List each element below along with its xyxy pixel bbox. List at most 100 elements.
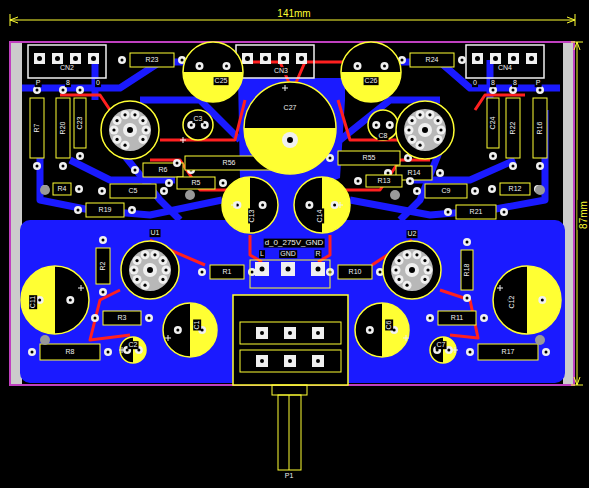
part-label: C14 [316, 209, 324, 224]
pad-hole [62, 165, 65, 168]
pad-hole [422, 127, 428, 133]
part-label: C9 [441, 187, 452, 195]
component-outline [478, 344, 538, 360]
capacitor-outline [222, 177, 278, 233]
capacitor-outline [294, 177, 350, 233]
pad-hole [190, 124, 193, 127]
polarity-mark [403, 335, 409, 341]
pad-hole [299, 56, 304, 61]
pad-hole [439, 172, 442, 175]
connector-pad [260, 53, 271, 64]
solder-pad [259, 201, 267, 209]
pad-hole [493, 56, 498, 61]
pad-hole [101, 190, 104, 193]
tube-center-pad [143, 263, 157, 277]
pad-hole [426, 268, 429, 271]
component-outline [103, 311, 141, 325]
pad-hole [418, 113, 421, 116]
tube-pin-pad [425, 110, 434, 119]
tube-socket [391, 249, 433, 291]
tube-pin-pad [162, 266, 171, 275]
pad-hole [69, 299, 72, 302]
pad-hole [447, 211, 450, 214]
component-outline [366, 175, 402, 187]
connector-pad [490, 53, 501, 64]
solder-pad [223, 62, 231, 70]
solder-pad [463, 294, 471, 302]
tube-socket [383, 241, 441, 299]
component-outline [438, 311, 476, 325]
pad-hole [492, 89, 495, 92]
component-outline [425, 184, 467, 198]
pad-hole [115, 119, 118, 122]
connector-pad [278, 53, 289, 64]
pad-hole [379, 271, 382, 274]
mounting-hole [535, 185, 545, 195]
solder-pad [436, 169, 444, 177]
tube-pin-pad [141, 250, 150, 259]
tube-pin-pad [121, 110, 130, 119]
tube-pin-pad [133, 256, 142, 265]
pad-hole [144, 128, 147, 131]
capacitor-outline [368, 110, 398, 140]
pad-hole [225, 65, 228, 68]
component-outline [506, 98, 520, 158]
solder-pad [500, 208, 508, 216]
part-label: CN3 [273, 67, 289, 75]
part-label: R23 [145, 56, 160, 64]
connector-pad [242, 53, 253, 64]
pad-hole [410, 138, 413, 141]
solder-pad [28, 348, 36, 356]
part-label: 8 [490, 79, 496, 87]
connector-pad [34, 53, 45, 64]
part-label: C6 [385, 320, 393, 331]
part-label: CN4 [497, 64, 513, 72]
tube-pin-pad [392, 266, 401, 275]
solder-pad [406, 177, 414, 185]
pad-hole [541, 299, 544, 302]
tube-pin-pad [138, 135, 147, 144]
pad-hole [418, 144, 421, 147]
part-label: R [314, 250, 321, 258]
part-label: R56 [222, 159, 237, 167]
capacitor-polarity [21, 266, 55, 334]
part-label: R8 [65, 348, 76, 356]
mounting-hole [40, 185, 50, 195]
pad-hole [161, 259, 164, 262]
pad-hole [423, 278, 426, 281]
polarity-mark [282, 85, 288, 91]
solder-pad [466, 348, 474, 356]
polarity-mark [119, 347, 125, 353]
solder-pad [354, 62, 362, 70]
part-label: C7 [436, 341, 447, 349]
pad-hole [409, 267, 415, 273]
connector-outline [236, 45, 314, 78]
component-outline [56, 98, 70, 158]
pad-hole [375, 124, 378, 127]
potentiometer-shaft [272, 385, 307, 395]
mounting-hole [535, 335, 545, 345]
part-label: R7 [33, 123, 41, 134]
component-outline [338, 151, 400, 165]
pad-hole [503, 211, 506, 214]
solder-pad [282, 132, 298, 148]
pad-hole [405, 253, 408, 256]
pad-hole [201, 329, 204, 332]
polarity-mark [337, 202, 343, 208]
pad-hole [127, 127, 133, 133]
pad-hole [143, 284, 146, 287]
capacitor-polarity [190, 303, 217, 357]
part-label: R16 [536, 121, 544, 136]
tube-pin-pad [150, 250, 159, 259]
part-label: C1 [193, 320, 201, 331]
capacitor-polarity [322, 177, 350, 233]
pad-hole [286, 267, 291, 272]
pad-hole [79, 155, 82, 158]
tube-socket [109, 109, 151, 151]
capacitor-outline [21, 266, 89, 334]
solder-pad [59, 162, 67, 170]
pad-hole [168, 182, 171, 185]
capacitor-outline [341, 42, 401, 102]
tube-pin-pad [420, 275, 429, 284]
solder-pad [99, 236, 107, 244]
